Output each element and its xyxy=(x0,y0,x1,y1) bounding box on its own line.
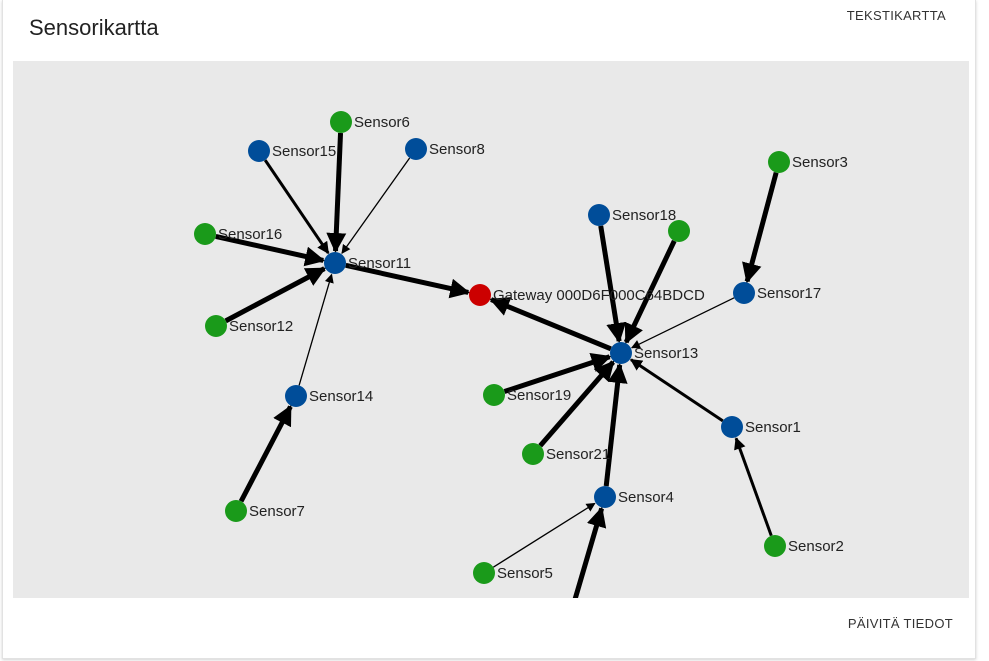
edge-s17-to-s13 xyxy=(630,297,735,349)
edge-s21-to-s13 xyxy=(538,360,616,448)
node-label: Sensor2 xyxy=(788,538,844,555)
node-s5[interactable]: Sensor5 xyxy=(473,562,553,584)
node-label: Sensor12 xyxy=(229,318,293,335)
node-s15[interactable]: Sensor15 xyxy=(248,140,336,162)
node-s18[interactable]: Sensor18 xyxy=(588,204,676,226)
node-label: Sensor17 xyxy=(757,285,821,302)
edge-s_offscreen-to-s4 xyxy=(572,506,607,598)
router-node-circle[interactable] xyxy=(594,486,616,508)
edge-s19-to-s13 xyxy=(503,352,612,394)
node-s_unlabeled[interactable] xyxy=(668,220,690,242)
node-label: Sensor13 xyxy=(634,345,698,362)
router-node-circle[interactable] xyxy=(588,204,610,226)
network-graph[interactable]: Gateway 000D6F000C64BDCD Sensor11Sensor13… xyxy=(13,61,969,598)
node-label: Sensor5 xyxy=(497,565,553,582)
node-label: Sensor21 xyxy=(546,446,610,463)
node-label: Sensor11 xyxy=(348,255,411,272)
node-s4[interactable]: Sensor4 xyxy=(594,486,674,508)
edge-s12-to-s11 xyxy=(224,266,327,324)
text-map-button[interactable]: TEKSTIKARTTA xyxy=(846,8,946,23)
edges-layer xyxy=(215,132,779,598)
node-label: Sensor8 xyxy=(429,141,485,158)
node-label: Sensor19 xyxy=(507,387,571,404)
edge-s18-to-s13 xyxy=(598,225,627,344)
node-s2[interactable]: Sensor2 xyxy=(764,535,844,557)
node-s12[interactable]: Sensor12 xyxy=(205,315,293,337)
edge-s2-to-s1 xyxy=(734,437,773,537)
edge-s6-to-s11 xyxy=(326,132,347,254)
node-gateway[interactable]: Gateway 000D6F000C64BDCD xyxy=(469,284,705,306)
router-node-circle[interactable] xyxy=(324,252,346,274)
gateway-node-circle[interactable] xyxy=(469,284,491,306)
end_device-node-circle[interactable] xyxy=(473,562,495,584)
router-node-circle[interactable] xyxy=(610,342,632,364)
edge-s14-to-s11 xyxy=(298,273,334,386)
edge-s15-to-s11 xyxy=(263,159,330,255)
end_device-node-circle[interactable] xyxy=(668,220,690,242)
node-s3[interactable]: Sensor3 xyxy=(768,151,848,173)
page-title: Sensorikartta xyxy=(29,15,159,40)
router-node-circle[interactable] xyxy=(405,138,427,160)
edge-s8-to-s11 xyxy=(341,157,411,254)
end_device-node-circle[interactable] xyxy=(194,223,216,245)
node-s21[interactable]: Sensor21 xyxy=(522,443,610,465)
edge-s_unlabeled-to-s13 xyxy=(623,239,677,344)
node-s8[interactable]: Sensor8 xyxy=(405,138,485,160)
node-label: Sensor15 xyxy=(272,143,336,160)
node-label: Sensor6 xyxy=(354,114,410,131)
router-node-circle[interactable] xyxy=(285,385,307,407)
node-label: Sensor7 xyxy=(249,503,305,520)
node-s7[interactable]: Sensor7 xyxy=(225,500,305,522)
node-s17[interactable]: Sensor17 xyxy=(733,282,821,304)
router-node-circle[interactable] xyxy=(733,282,755,304)
end_device-node-circle[interactable] xyxy=(225,500,247,522)
router-node-circle[interactable] xyxy=(248,140,270,162)
refresh-button[interactable]: PÄIVITÄ TIEDOT xyxy=(847,616,953,631)
node-s1[interactable]: Sensor1 xyxy=(721,416,801,438)
node-s11[interactable]: Sensor11 xyxy=(324,252,411,274)
node-label: Sensor4 xyxy=(618,489,674,506)
edge-s7-to-s14 xyxy=(238,404,293,503)
edge-s4-to-s13 xyxy=(603,362,628,487)
node-label: Sensor1 xyxy=(745,419,801,436)
end_device-node-circle[interactable] xyxy=(330,111,352,133)
node-s16[interactable]: Sensor16 xyxy=(194,223,282,245)
edge-s13-to-gateway xyxy=(489,297,612,352)
edge-s3-to-s17 xyxy=(742,171,779,284)
node-label: Sensor18 xyxy=(612,207,676,224)
edge-s11-to-gateway xyxy=(345,262,471,299)
edge-s5-to-s4 xyxy=(492,502,596,568)
nodes-layer: Gateway 000D6F000C64BDCD Sensor11Sensor13… xyxy=(194,111,848,584)
node-label: Sensor3 xyxy=(792,154,848,171)
router-node-circle[interactable] xyxy=(721,416,743,438)
end_device-node-circle[interactable] xyxy=(764,535,786,557)
end_device-node-circle[interactable] xyxy=(205,315,227,337)
node-s6[interactable]: Sensor6 xyxy=(330,111,410,133)
node-label: Sensor14 xyxy=(309,388,373,405)
node-s19[interactable]: Sensor19 xyxy=(483,384,571,406)
end_device-node-circle[interactable] xyxy=(522,443,544,465)
end_device-node-circle[interactable] xyxy=(768,151,790,173)
node-label: Sensor16 xyxy=(218,226,282,243)
edge-s1-to-s13 xyxy=(629,358,724,423)
node-label: Gateway 000D6F000C64BDCD xyxy=(493,287,705,304)
end_device-node-circle[interactable] xyxy=(483,384,505,406)
edge-s16-to-s11 xyxy=(215,233,326,267)
node-s13[interactable]: Sensor13 xyxy=(610,342,698,364)
node-s14[interactable]: Sensor14 xyxy=(285,385,373,407)
